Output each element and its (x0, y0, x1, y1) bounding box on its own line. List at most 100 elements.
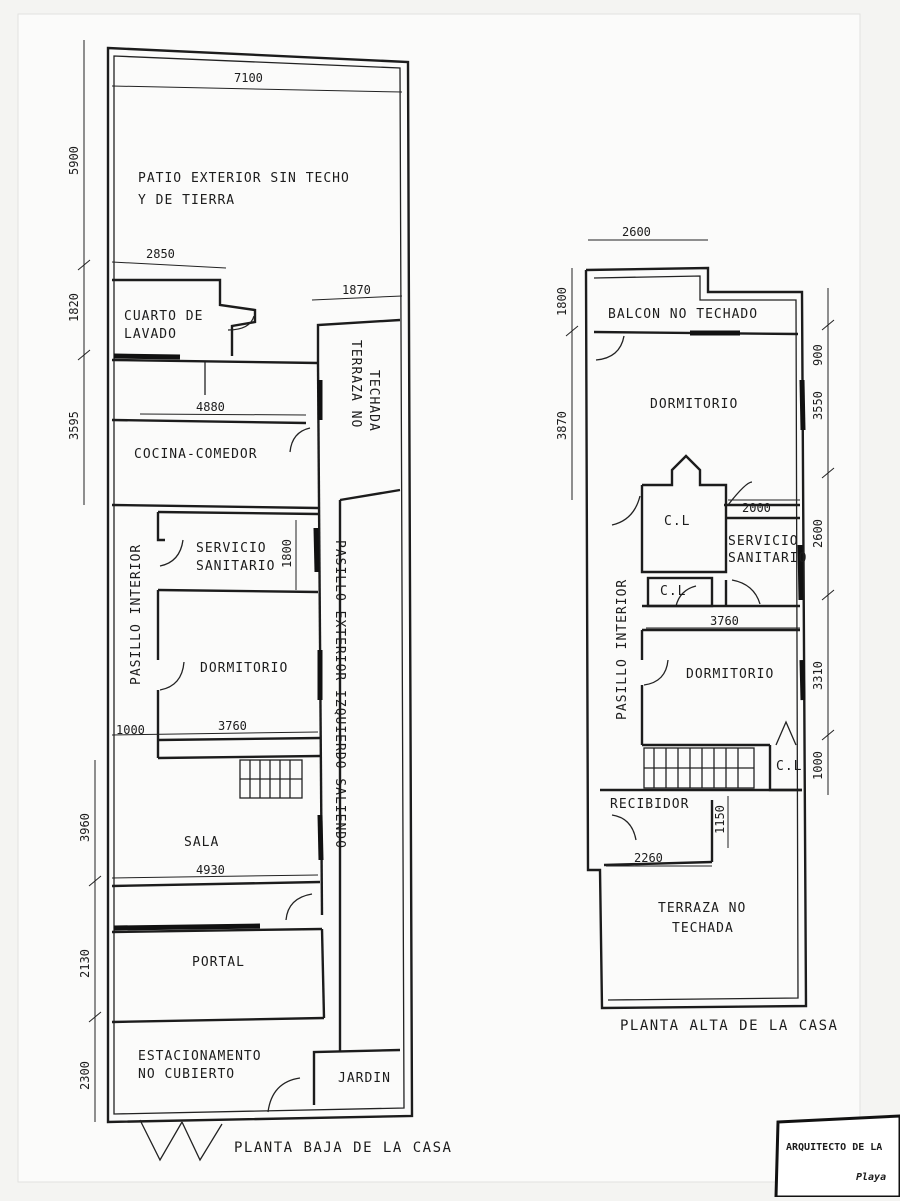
parking-door (267, 1077, 301, 1113)
landing-label: RECIBIDOR (610, 797, 689, 812)
closet-top-label: C.L (664, 514, 690, 529)
laundry-window (113, 353, 181, 360)
dim-kitchen-width: 4880 (196, 400, 225, 414)
bathroom-label-1: SERVICIO (196, 541, 267, 556)
dim-living-width: 4930 (196, 863, 225, 877)
laundry-wall (112, 278, 257, 356)
upper-left-dim-lines (565, 268, 579, 500)
gate-right (181, 1121, 223, 1162)
living-door (285, 893, 313, 921)
hallway-label: PASILLO INTERIOR (129, 544, 144, 685)
upper-bath-label-2: SANITARIO (728, 551, 807, 566)
ground-left-dim-lines (77, 40, 102, 1122)
kitchen-top-wall (111, 358, 319, 365)
bedroom-dim-line (111, 731, 319, 736)
dim-balcony-height: 1800 (555, 287, 569, 316)
ground-outer-wall (106, 46, 414, 1124)
dim-upper-bedroom2-width: 3760 (710, 614, 739, 628)
dim-closet-height: 1000 (811, 751, 825, 780)
dim-laundry-width: 2850 (146, 247, 175, 261)
living-bottom-wall (111, 880, 321, 888)
dim-terrace-width: 1870 (342, 283, 371, 297)
bedroom1-bath-door (727, 481, 753, 506)
closet-bottom-label: C.L (776, 759, 802, 774)
porch-bottom-wall (111, 1016, 325, 1024)
title-stamp: ARQUITECTO DE LA Playa (774, 1114, 900, 1199)
upper-floor-plan: BALCON NO TECHADO DORMITORIO C.L SERVICI… (555, 225, 838, 1034)
kitchen-bottom-wall (111, 503, 319, 510)
dim-top-width: 7100 (234, 71, 263, 85)
garden-wall (312, 1048, 401, 1105)
closet-small-label: C.L (660, 584, 686, 599)
upper-terrace-label-2: TECHADA (672, 921, 734, 936)
terrace-wall (316, 318, 401, 363)
dim-bedroom-width: 3760 (218, 719, 247, 733)
porch-top-wall (111, 927, 323, 934)
outer-hallway-label: PASILLO EXTERIOR IZQUIERDO SALIENDO (332, 540, 347, 849)
stamp-line-2: Playa (856, 1172, 886, 1183)
porch-right-wall (320, 928, 326, 1019)
dim-left-patio: 5900 (67, 146, 81, 175)
upper-staircase (643, 747, 755, 789)
terrace-label-2: TECHADA (366, 370, 381, 432)
bedroom-label: DORMITORIO (200, 661, 288, 676)
upper-outer-wall (584, 266, 808, 1010)
bathroom-left-wall (156, 512, 165, 542)
kitchen-dim-line (139, 413, 307, 416)
upper-hallway-label: PASILLO INTERIOR (615, 579, 630, 720)
parking-label-1: ESTACIONAMENTO (138, 1049, 262, 1064)
closet-door (611, 495, 641, 526)
bathroom-door (159, 539, 184, 567)
patio-label-2: Y DE TIERRA (138, 193, 235, 208)
porch-label: PORTAL (192, 955, 245, 970)
ground-top-dim-line (111, 85, 403, 93)
patio-label-1: PATIO EXTERIOR SIN TECHO (138, 171, 350, 186)
upper-bedroom1-label: DORMITORIO (650, 397, 738, 412)
dim-hall-width: 1000 (116, 723, 145, 737)
upper-bath-window (797, 544, 804, 601)
upper-terrace-label-1: TERRAZA NO (658, 901, 746, 916)
dim-bathroom-height: 1800 (280, 539, 294, 568)
dim-parking-height: 2300 (78, 1061, 92, 1090)
balcony-door (595, 335, 625, 361)
terrace-dim-line (311, 295, 403, 301)
upper-floor-caption: PLANTA ALTA DE LA CASA (620, 1018, 838, 1034)
parking-label-2: NO CUBIERTO (138, 1067, 235, 1082)
stamp-line-1: ARQUITECTO DE LA (786, 1142, 882, 1153)
dim-upper-bath-height: 2600 (811, 519, 825, 548)
laundry-label-1: CUARTO DE (124, 309, 203, 324)
outer-hallway-top-wall (339, 488, 401, 502)
landing-door (611, 814, 637, 841)
living-label: SALA (184, 835, 219, 850)
laundry-label-2: LAVADO (124, 327, 177, 342)
laundry-door (227, 315, 255, 331)
hall-bottom-wall (157, 754, 321, 760)
laundry-dim-line (111, 261, 227, 269)
ground-floor-plan: PATIO EXTERIOR SIN TECHO Y DE TIERRA CUA… (67, 40, 452, 1162)
bathroom-window (313, 527, 320, 573)
terrace-label-1: TERRAZA NO (348, 340, 363, 428)
living-window (317, 814, 324, 861)
upper-bath-label-1: SERVICIO (728, 534, 799, 549)
terrace-top-wall (603, 860, 713, 867)
bedroom-bottom-wall (157, 736, 321, 742)
closet-bottom-door (775, 720, 797, 746)
ground-floor-caption: PLANTA BAJA DE LA CASA (234, 1140, 452, 1156)
gate-left (139, 1119, 183, 1162)
balcony-label: BALCON NO TECHADO (608, 307, 758, 322)
upper-bedroom1-window (799, 379, 806, 431)
bathroom-label-2: SANITARIO (196, 559, 275, 574)
upper-bath-door (731, 579, 761, 605)
bedroom-door (159, 661, 185, 691)
upper-right-dim-lines (821, 288, 835, 795)
dim-upper-bath-width: 2000 (742, 501, 771, 515)
upper-bedroom2-label: DORMITORIO (686, 667, 774, 682)
porch-window (113, 923, 261, 931)
bedroom2-door (643, 659, 669, 686)
dim-landing-width: 2260 (634, 851, 663, 865)
bathroom-top-wall (157, 510, 319, 516)
dim-bedroom-left-height: 3870 (555, 411, 569, 440)
dim-living-height: 3960 (78, 813, 92, 842)
